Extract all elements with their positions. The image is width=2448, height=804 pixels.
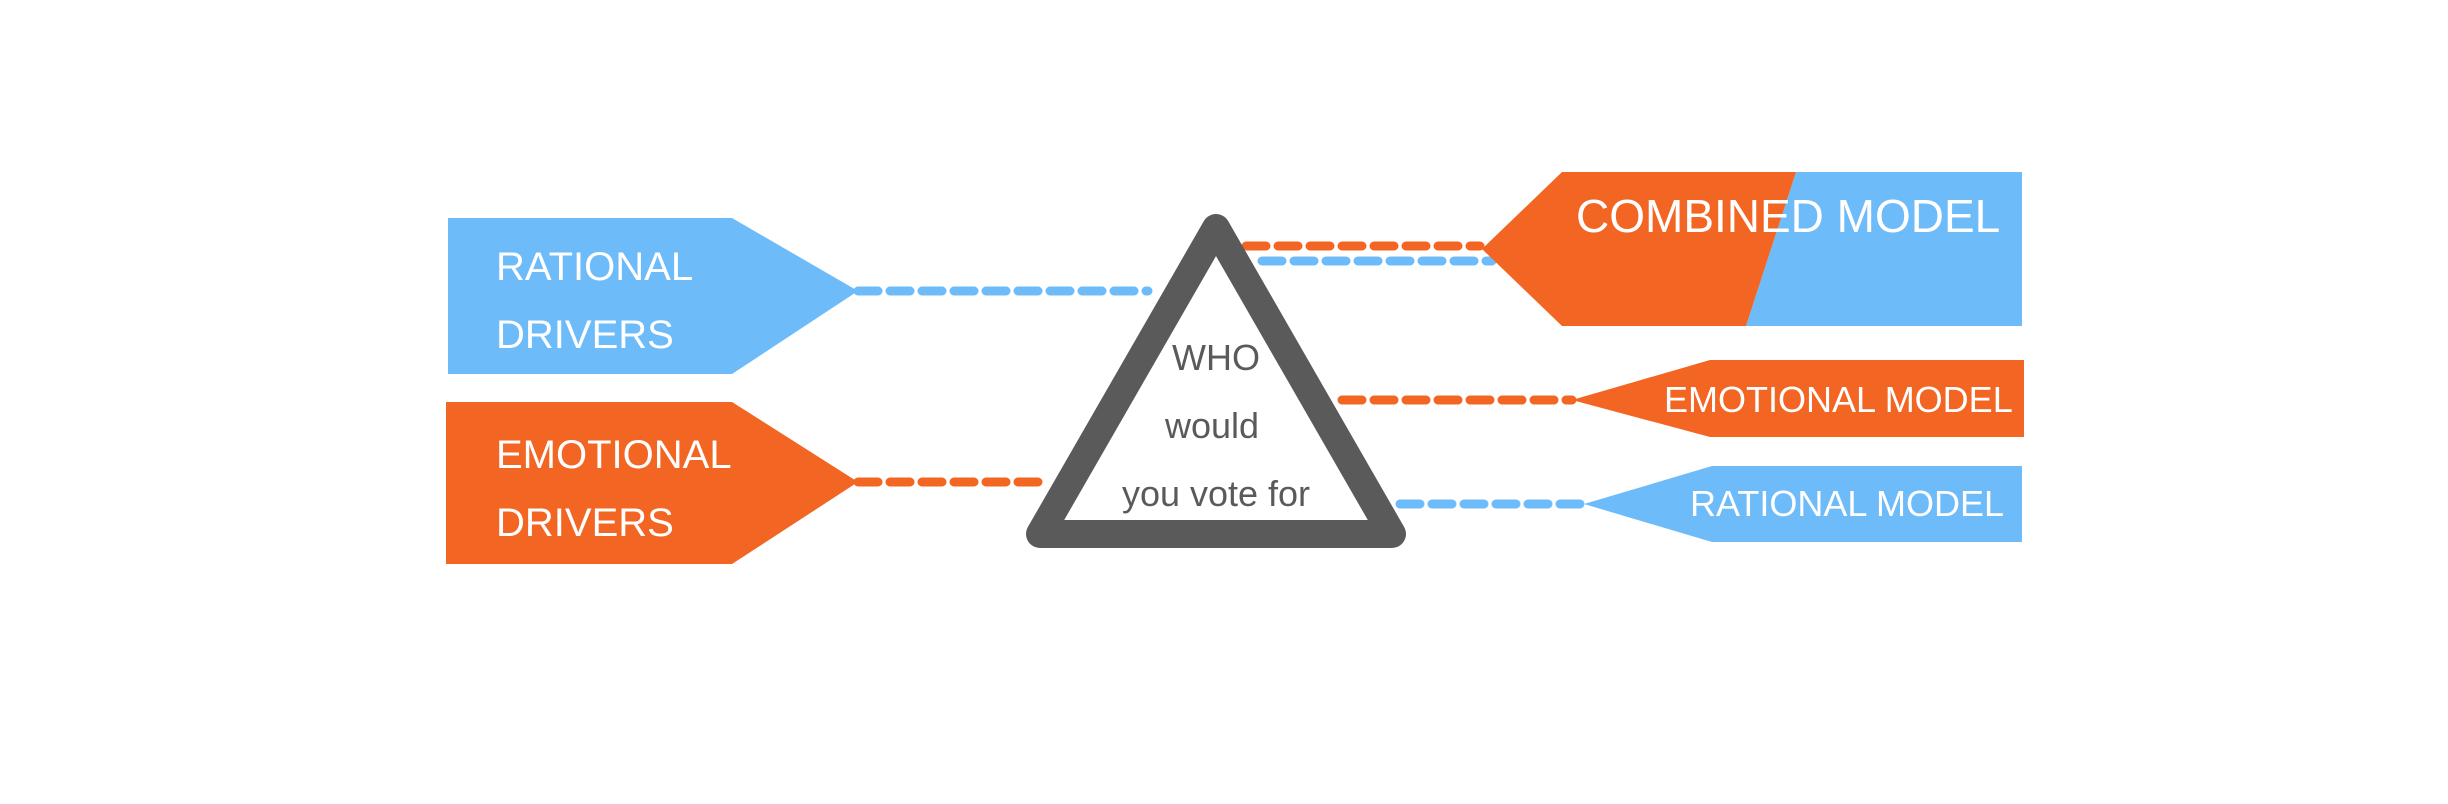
rational-drivers-arrow bbox=[448, 218, 858, 374]
rational-model-label: RATIONAL MODEL bbox=[1690, 483, 2004, 524]
emotional-model-label: EMOTIONAL MODEL bbox=[1664, 379, 2013, 420]
rational-drivers-label-line1: RATIONAL bbox=[496, 245, 693, 289]
emotional-model-arrow bbox=[1572, 360, 2024, 437]
center-label-line1: WHO bbox=[1172, 337, 1260, 378]
center-label-line3: you vote for bbox=[1122, 473, 1310, 514]
rational-model-arrow bbox=[1584, 466, 2022, 542]
combined-model-shape: COMBINED MODEL bbox=[1482, 172, 2022, 326]
emotional-drivers-arrow bbox=[446, 402, 858, 564]
emotional-drivers-label-line1: EMOTIONAL bbox=[496, 433, 732, 477]
combined-model-orange-part bbox=[1482, 172, 1796, 326]
combined-model-blue-part bbox=[1746, 172, 2022, 326]
rational-drivers-label-line2: DRIVERS bbox=[496, 313, 674, 357]
emotional-model-shape: EMOTIONAL MODEL bbox=[1572, 360, 2024, 437]
center-label-line2: would bbox=[1164, 405, 1259, 446]
emotional-drivers-label-line2: DRIVERS bbox=[496, 501, 674, 545]
center-triangle-group: WHO would you vote for bbox=[1026, 214, 1406, 548]
combined-model-label: COMBINED MODEL bbox=[1576, 190, 2000, 242]
center-triangle bbox=[1026, 214, 1406, 548]
rational-drivers-shape: RATIONAL DRIVERS bbox=[448, 218, 858, 374]
rational-model-shape: RATIONAL MODEL bbox=[1584, 466, 2022, 542]
emotional-drivers-shape: EMOTIONAL DRIVERS bbox=[446, 402, 858, 564]
